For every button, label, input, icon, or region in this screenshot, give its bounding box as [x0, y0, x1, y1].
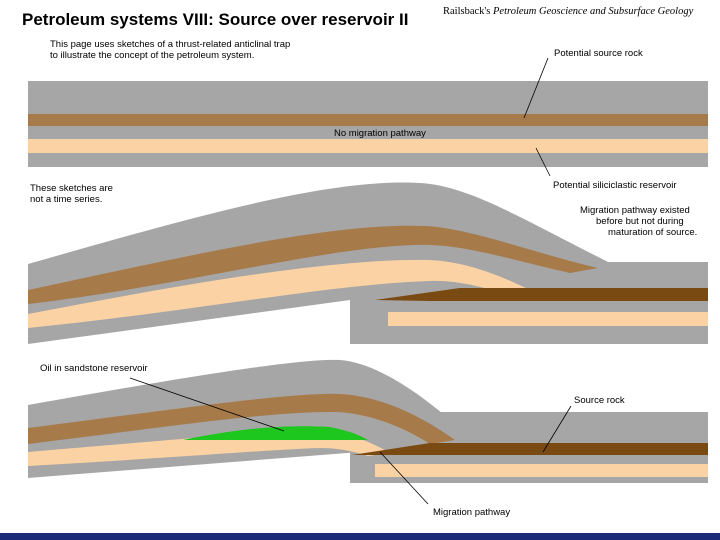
sketch-flat-layers — [28, 81, 708, 167]
label-migration-existed-3: maturation of source. — [608, 227, 698, 238]
credit-book-title: Petroleum Geoscience and Subsurface Geol… — [493, 6, 694, 17]
intro-line-1: This page uses sketches of a thrust-rela… — [50, 39, 291, 50]
page-title: Petroleum systems VIII: Source over rese… — [22, 10, 409, 29]
footwall-mature-source-3 — [352, 443, 708, 455]
label-not-time-series-1: These sketches are — [30, 183, 113, 194]
label-not-time-series-2: not a time series. — [30, 194, 103, 205]
label-oil-in-reservoir: Oil in sandstone reservoir — [40, 363, 148, 374]
leader-lines — [129, 57, 572, 505]
label-potential-reservoir: Potential siliciclastic reservoir — [553, 180, 677, 191]
leader-potential-reservoir — [535, 147, 551, 177]
sketch-thrust-oil-charged — [28, 359, 708, 483]
label-no-migration-pathway: No migration pathway — [334, 128, 426, 139]
footwall-reservoir-3 — [375, 464, 708, 477]
leader-potential-source — [523, 57, 549, 119]
sketch-thrust-no-migration — [28, 182, 708, 344]
hanging-wall-source-3 — [28, 393, 455, 444]
credit-line: Railsback's Petroleum Geoscience and Sub… — [443, 6, 693, 17]
leader-migration-pathway — [379, 451, 429, 505]
hanging-wall-reservoir-2 — [28, 259, 530, 328]
oil-accumulation — [183, 426, 368, 440]
label-migration-pathway: Migration pathway — [433, 507, 511, 518]
footwall-mature-source-2 — [375, 288, 708, 301]
leader-source-rock — [542, 405, 572, 453]
flat-reservoir-layer — [28, 139, 708, 153]
flat-potential-source-layer — [28, 114, 708, 126]
label-potential-source-rock: Potential source rock — [554, 48, 643, 59]
label-source-rock: Source rock — [574, 395, 625, 406]
label-migration-existed-2: before but not during — [596, 216, 684, 227]
leader-oil-reservoir — [129, 377, 285, 432]
hanging-wall-source-2 — [28, 225, 598, 304]
intro-line-2: to illustrate the concept of the petrole… — [50, 50, 255, 61]
bottom-bar — [0, 533, 720, 540]
footwall-reservoir-2 — [388, 312, 708, 326]
credit-prefix: Railsback's — [443, 6, 494, 17]
label-migration-existed-1: Migration pathway existed — [580, 205, 690, 216]
